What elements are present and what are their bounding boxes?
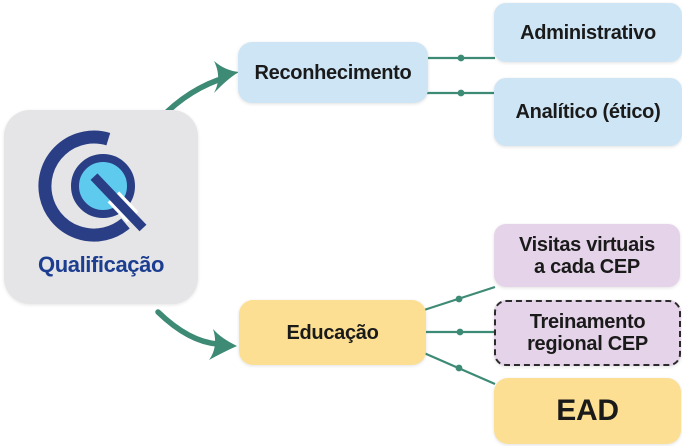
qualificacao-card: Qualificação xyxy=(4,110,198,304)
node-visitas-virtuais: Visitas virtuais a cada CEP xyxy=(494,224,680,287)
node-educacao: Educação xyxy=(239,300,426,365)
node-treinamento-line2: regional CEP xyxy=(527,333,648,355)
node-analitico-etico: Analítico (ético) xyxy=(494,78,682,146)
curved-arrow-bottom-icon xyxy=(155,309,237,360)
qualificacao-label: Qualificação xyxy=(37,252,165,277)
connector-dot xyxy=(457,89,465,97)
node-administrativo: Administrativo xyxy=(494,3,682,62)
node-reconhecimento-label: Reconhecimento xyxy=(254,61,412,84)
node-educacao-label: Educação xyxy=(286,321,379,344)
node-analitico-etico-label: Analítico (ético) xyxy=(515,101,661,123)
node-administrativo-label: Administrativo xyxy=(520,21,656,44)
node-reconhecimento: Reconhecimento xyxy=(238,42,428,103)
node-visitas-virtuais-label: Visitas virtuais a cada CEP xyxy=(519,234,655,278)
node-treinamento-line1: Treinamento xyxy=(529,311,646,333)
node-treinamento-regional-label: Treinamento regional CEP xyxy=(527,311,648,355)
connector-dot xyxy=(456,328,464,336)
cq-logo-icon xyxy=(38,130,147,242)
node-visitas-line1: Visitas virtuais xyxy=(518,233,656,256)
node-visitas-line2: a cada CEP xyxy=(534,255,640,278)
node-ead-label: EAD xyxy=(556,394,619,427)
connector-dot xyxy=(455,295,463,303)
connector-dot xyxy=(457,54,465,62)
node-treinamento-regional: Treinamento regional CEP xyxy=(494,300,681,366)
node-ead: EAD xyxy=(494,378,681,444)
connector-dot xyxy=(455,364,463,372)
